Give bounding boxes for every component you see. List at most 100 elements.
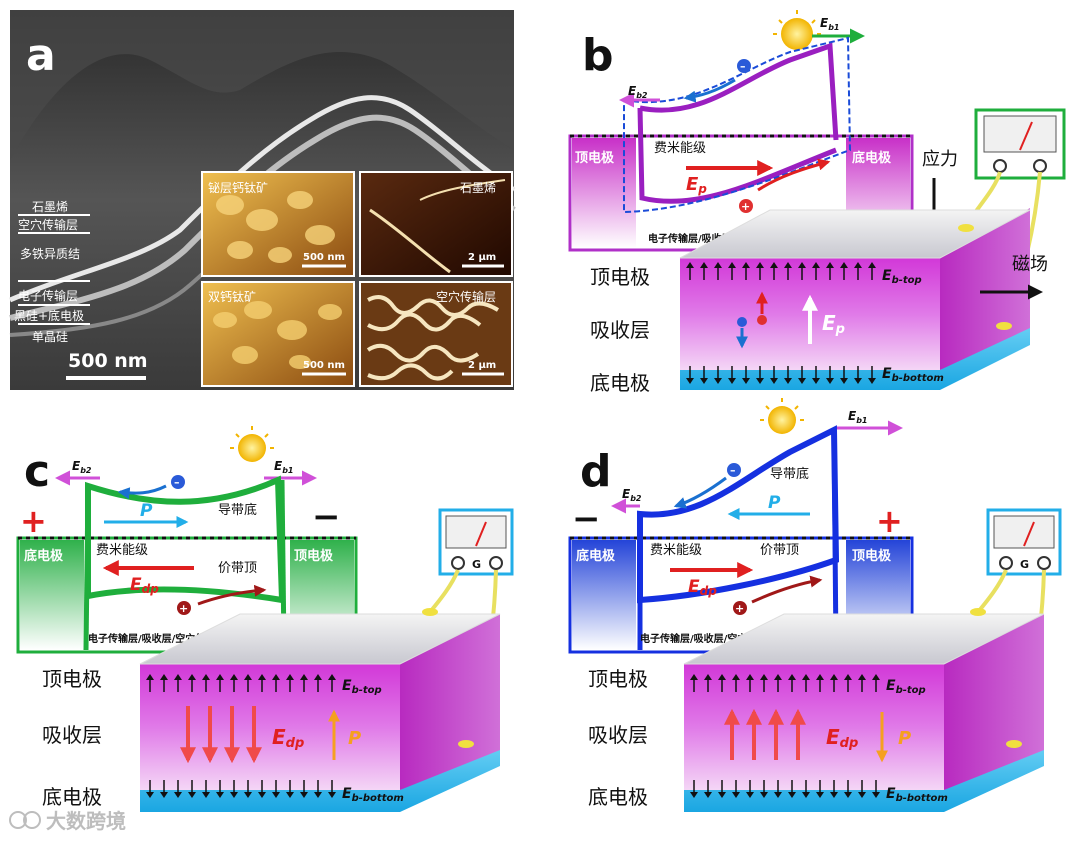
label-absorb-c: 吸收层 — [42, 723, 102, 747]
inset-double-perovskite: 双钙钛矿 500 nm — [202, 282, 354, 386]
minus-sign-d: − — [572, 499, 601, 539]
inset-bi-perovskite-label: 铋层钙钛矿 — [208, 180, 268, 195]
inset-htl: 空穴传输层 2 μm — [360, 282, 512, 386]
sun-icon — [773, 10, 821, 50]
conduction-band-b — [640, 46, 836, 140]
layer-label-htl: 空穴传输层 — [18, 217, 78, 232]
stress-label: 应力 — [922, 149, 958, 170]
wire-d-1 — [978, 570, 1006, 612]
hole-dot-b — [757, 315, 767, 325]
bottom-electrode-label-c: 底电极 — [24, 548, 64, 564]
inset-graphene-label: 石墨烯 — [460, 181, 496, 195]
hole-plus-c: + — [179, 602, 188, 615]
p-label-d: P — [768, 493, 781, 513]
contact-bottom-d — [1006, 740, 1022, 748]
inset-double-perovskite-label: 双钙钛矿 — [208, 289, 256, 304]
p-label-device-c: P — [348, 728, 361, 749]
sun-icon-c — [230, 426, 274, 462]
inset-htl-scale: 2 μm — [468, 360, 496, 371]
watermark: 大数跨境 — [10, 809, 126, 833]
inset-graphene: 石墨烯 2 μm — [360, 172, 512, 276]
hole-plus-b: + — [741, 200, 750, 213]
eb2-label-b: Eb2 — [628, 84, 648, 100]
panel-c-letter: c — [24, 446, 50, 497]
device-labels-d: 顶电极 吸收层 底电极 — [588, 667, 648, 809]
eb2-label-c: Eb2 — [72, 459, 92, 475]
label-top-d: 顶电极 — [588, 667, 648, 691]
sun-icon-d — [760, 398, 804, 434]
layer-label-black-si: 黑硅+底电极 — [14, 308, 84, 323]
fermi-label-b: 费米能级 — [654, 141, 706, 156]
label-bottom-c: 底电极 — [42, 785, 102, 809]
watermark-text: 大数跨境 — [46, 809, 126, 833]
panel-a-scale-text: 500 nm — [68, 350, 148, 372]
hole-plus-d: + — [735, 602, 744, 615]
panel-d: d Eb1 Eb2 − + 底电极 顶电极 费米能级 – 导带底 P 价带顶 E… — [570, 398, 1060, 812]
plus-sign-c: + — [20, 502, 47, 540]
contact-bottom-c — [458, 740, 474, 748]
panel-d-letter: d — [580, 446, 612, 497]
panel-b-letter: b — [582, 30, 614, 81]
inset-htl-label: 空穴传输层 — [436, 289, 496, 304]
fermi-label-d: 费米能级 — [650, 543, 702, 558]
conduction-label-c: 导带底 — [218, 502, 257, 518]
meter-c: G — [440, 510, 512, 574]
device-front-c — [140, 664, 400, 790]
minus-sign-c: − — [312, 497, 341, 537]
layer-label-etl: 电子传输层 — [18, 288, 78, 303]
label-top-c: 顶电极 — [42, 667, 102, 691]
device-front-d — [684, 664, 944, 790]
top-electrode-label-d: 顶电极 — [852, 548, 892, 564]
bottom-electrode-label-d: 底电极 — [576, 548, 616, 564]
bottom-electrode-label-b: 底电极 — [852, 150, 892, 166]
contact-top-d — [970, 608, 986, 616]
label-absorb-d: 吸收层 — [588, 723, 648, 747]
p-label-device-d: P — [898, 728, 911, 749]
inset-double-perovskite-scale: 500 nm — [303, 360, 345, 371]
panel-c: c Eb1 Eb2 + − 底电极 顶电极 费米能级 – P 导带底 Edp 价… — [18, 426, 512, 812]
panel-a-letter: a — [26, 30, 56, 81]
meter-d: G — [988, 510, 1060, 574]
panel-b: b Eb1 顶电极 底电极 费米能级 Eb2 – + — [570, 10, 1064, 395]
device-labels-c: 顶电极 吸收层 底电极 — [42, 667, 102, 809]
eb1-label-c: Eb1 — [274, 459, 294, 475]
magnetic-label: 磁场 — [1012, 254, 1048, 275]
contact-top-c — [422, 608, 438, 616]
electron-minus-c: – — [174, 476, 180, 489]
eb1-label-d: Eb1 — [848, 409, 868, 425]
band-c-left — [86, 486, 88, 650]
wire-c-1 — [430, 570, 458, 612]
conduction-label-d: 导带底 — [770, 466, 809, 482]
label-bottom-d: 底电极 — [588, 785, 648, 809]
inset-bi-perovskite: 铋层钙钛矿 500 nm — [202, 172, 354, 276]
top-electrode-label-c: 顶电极 — [294, 548, 334, 564]
layer-label-multiferroic: 多铁异质结 — [20, 247, 80, 261]
top-electrode-label-b: 顶电极 — [575, 150, 615, 166]
panel-a: a 石墨烯 空穴传输层 多铁异质结 电子传输层 黑硅+底电极 单晶硅 500 n… — [10, 10, 514, 390]
fermi-label-c: 费米能级 — [96, 543, 148, 558]
valence-label-d: 价带顶 — [760, 543, 799, 558]
contact-bottom-b — [996, 322, 1012, 330]
inset-graphene-scale: 2 μm — [468, 252, 496, 263]
device-labels-b: 顶电极 吸收层 底电极 — [590, 265, 650, 395]
label-top-b: 顶电极 — [590, 265, 650, 289]
eb2-label-d: Eb2 — [622, 487, 642, 503]
plus-sign-d: + — [876, 502, 903, 540]
label-absorb-b: 吸收层 — [590, 318, 650, 342]
meter-b — [976, 110, 1064, 178]
meter-g-c: G — [472, 558, 481, 571]
meter-g-d: G — [1020, 558, 1029, 571]
valence-label-c: 价带顶 — [218, 561, 257, 576]
inset-bi-perovskite-scale: 500 nm — [303, 252, 345, 263]
layer-label-graphene: 石墨烯 — [32, 200, 68, 214]
eb1-label: Eb1 — [820, 16, 840, 32]
layer-label-si: 单晶硅 — [32, 330, 68, 344]
label-bottom-b: 底电极 — [590, 371, 650, 395]
electron-minus-b: – — [740, 60, 746, 73]
contact-top-b — [958, 224, 974, 232]
p-label-c: P — [140, 501, 153, 521]
electron-path-c — [120, 486, 166, 493]
electron-dot-b — [737, 317, 747, 327]
electron-minus-d: – — [730, 464, 736, 477]
